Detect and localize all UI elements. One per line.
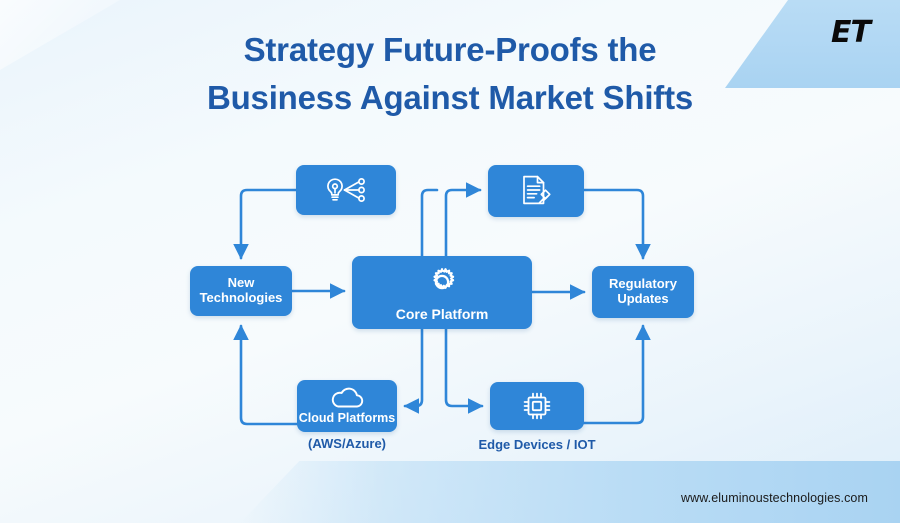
node-edge-devices[interactable] (490, 382, 584, 430)
document-gavel-icon (517, 174, 555, 208)
node-new-technologies-label-line-2: Technologies (199, 290, 283, 305)
node-new-technologies-label: New Technologies (199, 275, 283, 306)
cloud-icon (327, 386, 367, 410)
connector-core-to-edge (444, 327, 484, 414)
connector-cloud-to-new-technologies (233, 324, 299, 426)
node-regulatory-updates-label-line-1: Regulatory (609, 276, 677, 292)
node-innovation[interactable] (296, 165, 396, 215)
et-logo: ET (831, 15, 871, 50)
node-core-platform-label: Core Platform (395, 306, 489, 323)
connector-core-to-cloud (403, 327, 424, 414)
node-regulatory-updates[interactable]: Regulatory Updates (592, 266, 694, 318)
connector-layer (233, 182, 651, 426)
caption-cloud-platforms: (AWS/Azure) (308, 436, 386, 451)
title-line-2: Business Against Market Shifts (206, 78, 694, 116)
node-new-technologies[interactable]: New Technologies (190, 266, 292, 316)
connector-core-to-compliance (444, 182, 482, 258)
title-line-1: Strategy Future-Proofs the (243, 31, 657, 68)
caption-edge-devices: Edge Devices / IOT (478, 437, 596, 452)
connector-core-to-innovation (420, 188, 439, 258)
microchip-icon (520, 389, 554, 423)
website-url: www.eluminoustechnologies.com (680, 491, 868, 505)
flow-diagram: New Technologies Core Platform Regulator… (0, 140, 900, 470)
node-compliance[interactable] (488, 165, 584, 217)
gear-icon (422, 262, 462, 302)
node-regulatory-updates-label-line-2: Updates (617, 291, 669, 306)
node-new-technologies-label-line-1: New (227, 275, 255, 291)
page-title: Strategy Future-Proofs the Business Agai… (0, 26, 900, 122)
connector-edge-to-regulatory (582, 324, 651, 425)
node-regulatory-updates-label: Regulatory Updates (609, 276, 677, 307)
connector-innovation-to-new-technologies (233, 188, 298, 260)
decorative-corner-bottom-right (240, 461, 900, 523)
node-cloud-platforms[interactable]: Cloud Platforms (297, 380, 397, 432)
connector-compliance-to-regulatory (582, 188, 651, 260)
node-cloud-platforms-label: Cloud Platforms (298, 411, 396, 426)
lightbulb-network-icon (323, 175, 369, 205)
node-core-platform[interactable]: Core Platform (352, 256, 532, 329)
